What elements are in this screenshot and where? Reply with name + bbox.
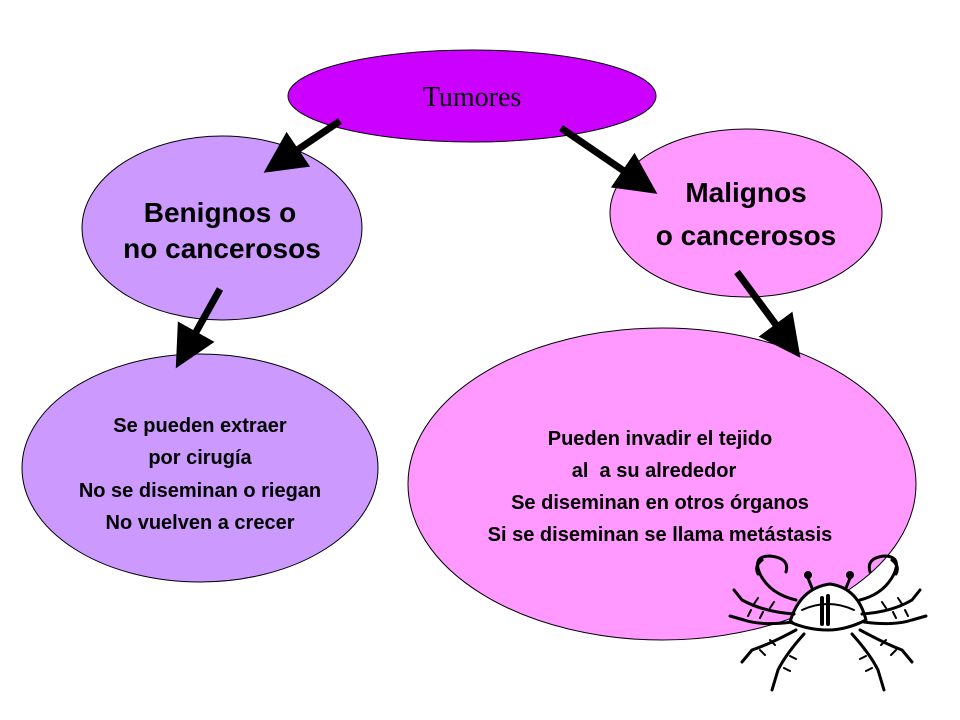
benign-node bbox=[81, 135, 363, 321]
arrow-root-to-malignant bbox=[559, 125, 658, 194]
malignant-detail-line3: Se diseminan en otros órganos bbox=[511, 492, 809, 514]
benign-label-line2: no cancerosos bbox=[123, 233, 321, 264]
benign-label-line1: Benignos o bbox=[144, 197, 296, 228]
arrow-benign-to-detail bbox=[175, 287, 224, 369]
benign-detail-line3: No se diseminan o riegan bbox=[79, 480, 321, 502]
benign-detail-line2: por cirugía bbox=[148, 447, 252, 469]
benign-detail-line4: No vuelven a crecer bbox=[106, 512, 295, 534]
root-label: Tumores bbox=[423, 82, 522, 113]
malignant-detail-line1: Pueden invadir el tejido bbox=[548, 428, 773, 450]
benign-detail-line1: Se pueden extraer bbox=[113, 415, 287, 437]
malignant-detail-node bbox=[407, 327, 917, 641]
malignant-detail-line2: al a su alrededor bbox=[572, 460, 737, 482]
malignant-label-line2: o cancerosos bbox=[656, 220, 837, 251]
malignant-detail-line4: Si se diseminan se llama metástasis bbox=[488, 524, 833, 546]
malignant-label-line1: Malignos bbox=[685, 177, 806, 208]
arrow-root-to-benign bbox=[263, 118, 342, 173]
arrow-malignant-to-detail bbox=[734, 269, 801, 358]
crab-icon bbox=[728, 554, 928, 692]
malignant-node bbox=[609, 128, 883, 298]
root-node bbox=[287, 49, 657, 143]
